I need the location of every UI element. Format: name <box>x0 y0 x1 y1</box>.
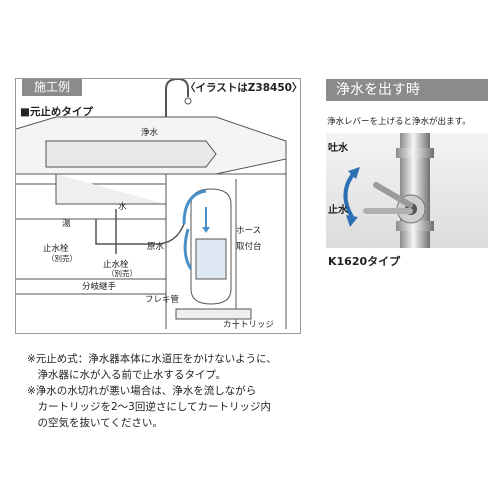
purified-water-tab: 浄水を出す時 <box>326 79 488 101</box>
note-line: の空気を抜いてください。 <box>27 417 163 429</box>
purified-water-description: 浄水レバーを上げると浄水が出ます。 <box>327 117 471 127</box>
label-stop-valve-2: 止水栓 <box>103 260 129 270</box>
label-hot-water: 湯 <box>62 219 71 229</box>
label-purified-water: 浄水 <box>141 128 159 138</box>
label-stop-valve-1: 止水栓 <box>43 244 69 254</box>
note-line: 浄水器に水が入る前で止水するタイプ。 <box>27 369 227 381</box>
construction-example-tab: 施工例 <box>22 79 82 96</box>
note-line: ※元止め式：浄水器本体に水道圧をかけないように、 <box>27 353 277 365</box>
label-flexible-pipe: フレキ管 <box>145 295 180 305</box>
model-label: K1620タイプ <box>328 255 401 268</box>
faucet-illustration <box>326 133 488 248</box>
label-stop-valve-1-note: （別売） <box>47 254 77 263</box>
label-mounting-base: 取付台 <box>236 242 262 252</box>
label-spout-water: 吐水 <box>328 143 348 154</box>
label-water: 水 <box>118 202 127 212</box>
installation-illustration-panel <box>15 78 301 334</box>
label-hose: ホース <box>236 226 262 236</box>
label-stop-water: 止水 <box>328 205 348 216</box>
notes-block: ※元止め式：浄水器本体に水道圧をかけないように、 浄水器に水が入る前で止水するタ… <box>27 351 487 431</box>
label-stop-valve-2-note: （別売） <box>107 269 137 278</box>
note-line: カートリッジを2〜3回逆さにしてカートリッジ内 <box>27 401 272 413</box>
label-raw-water: 原水 <box>147 242 165 252</box>
label-cartridge: カートリッジ <box>223 320 275 330</box>
illustration-note: 〈イラストはZ38450〉 <box>185 82 303 94</box>
note-line: ※浄水の水切れが悪い場合は、浄水を流しながら <box>27 385 257 397</box>
faucet-photo: 吐水 止水 <box>326 133 488 248</box>
type-subheading: ■元止めタイプ <box>20 106 93 118</box>
label-branch-joint: 分岐継手 <box>82 282 117 292</box>
installation-illustration <box>16 79 287 329</box>
